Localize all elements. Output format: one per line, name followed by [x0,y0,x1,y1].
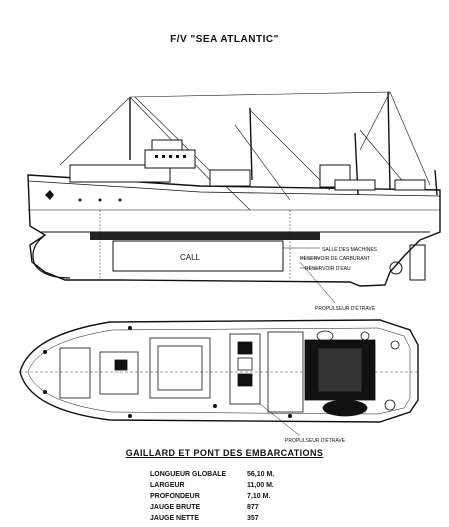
spec-label: JAUGE BRUTE [150,504,201,511]
internal-tanks [99,210,370,280]
profile-view: CALL [27,91,441,312]
superstructure [69,139,426,191]
spec-value: 357 [247,515,259,522]
spec-value: 877 [247,504,259,511]
hull-marking-box [112,240,284,272]
inner-bulwark [27,327,411,415]
callout-bow-thruster: PROPULSEUR D'ÉTRAVE [315,305,376,312]
spec-label: PROFONDEUR [150,493,200,500]
hull-outline [27,174,441,287]
rudder [409,244,426,281]
spec-row: PROFONDEUR 7,10 M. [150,493,310,503]
spec-row: JAUGE BRUTE 877 [150,504,310,514]
deck-plan-view: PROPULSEUR D'ÉTRAVE [19,319,419,444]
anchor-icon [45,190,54,200]
drawing-title: F/V "SEA ATLANTIC" [170,34,279,45]
profile-callouts [283,247,336,304]
spec-value: 7,10 M. [247,493,271,500]
windows [78,155,186,202]
deck-section-title: GAILLARD ET PONT DES EMBARCATIONS [125,448,324,458]
spec-value: 56,10 M. [247,471,275,478]
spec-row: LARGEUR 11,00 M. [150,482,310,492]
hull-marking: CALL [180,253,201,262]
spec-row: JAUGE NETTE 357 [150,515,310,525]
propeller-icon [389,261,403,275]
deck-outline [19,319,419,423]
spec-label: LONGUEUR GLOBALE [150,471,227,478]
callout-water-tank: RÉSERVOIR D'EAU [305,265,351,272]
callout-fuel-tank: RÉSERVOIR DE CARBURANT [300,255,370,262]
spec-label: JAUGE NETTE [150,515,200,522]
boot-top-band [90,232,320,240]
deck-callout-leader [259,403,301,437]
spec-label: LARGEUR [150,482,185,489]
rigging-lines [59,91,431,211]
bulwark-line [27,180,441,197]
bulbous-bow [32,234,71,279]
deck-structures [59,331,376,413]
spec-value: 11,00 M. [247,482,274,489]
callout-deck-bow-thruster: PROPULSEUR D'ÉTRAVE [285,437,346,444]
spec-row: LONGUEUR GLOBALE 56,10 M. [150,471,310,481]
deck-fittings [43,326,292,418]
callout-engine-room: SALLE DES MACHINES [322,247,378,253]
winches [316,330,400,417]
